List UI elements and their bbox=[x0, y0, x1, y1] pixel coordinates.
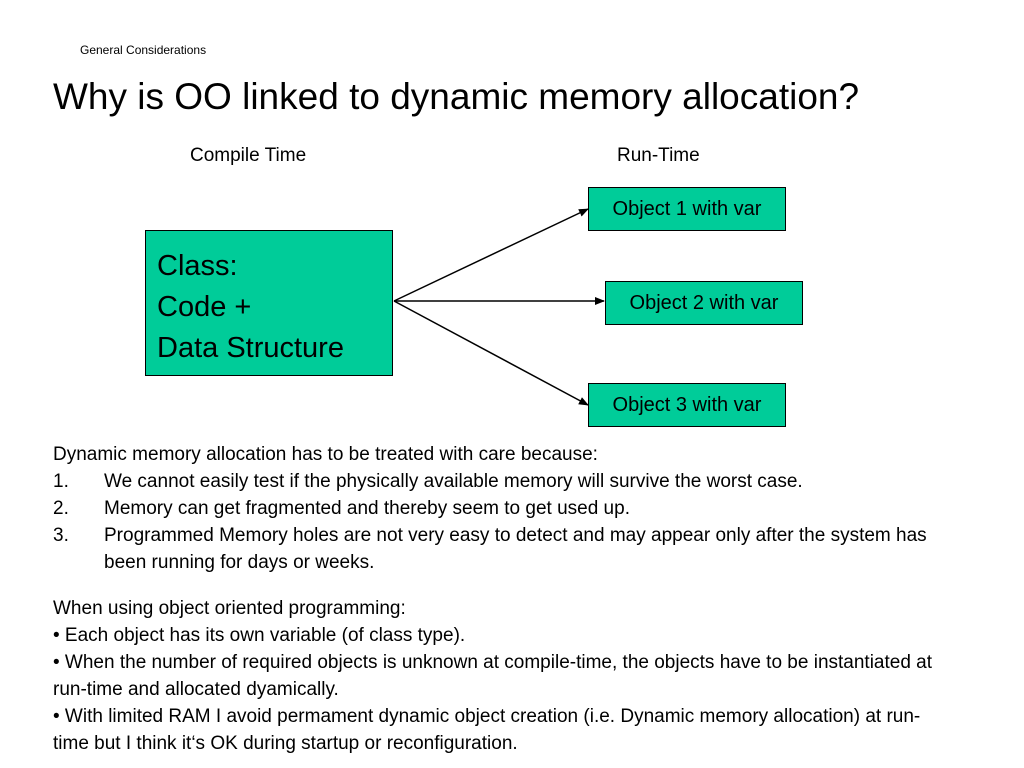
class-box-line-1: Class: bbox=[157, 250, 238, 282]
oo-bullet: • Each object has its own variable (of c… bbox=[53, 625, 466, 646]
run-time-label: Run-Time bbox=[617, 145, 700, 166]
section-label: General Considerations bbox=[80, 43, 207, 57]
care-list: 1. We cannot easily test if the physical… bbox=[53, 468, 953, 576]
list-number: 1. bbox=[53, 471, 69, 492]
arrow-to-object-3 bbox=[393, 300, 589, 406]
arrow-to-object-1 bbox=[393, 208, 589, 302]
list-item: 2. Memory can get fragmented and thereby… bbox=[53, 495, 953, 522]
list-number: 3. bbox=[53, 525, 69, 546]
object-1-box: Object 1 with var bbox=[588, 187, 786, 231]
list-text: Programmed Memory holes are not very eas… bbox=[104, 525, 927, 573]
oo-intro: When using object oriented programming: bbox=[53, 598, 406, 619]
object-3-box: Object 3 with var bbox=[588, 383, 786, 427]
oo-section: When using object oriented programming: … bbox=[53, 595, 943, 757]
object-2-box: Object 2 with var bbox=[605, 281, 803, 325]
class-box-line-3: Data Structure bbox=[157, 332, 344, 364]
list-text: Memory can get fragmented and thereby se… bbox=[104, 498, 630, 519]
compile-time-label: Compile Time bbox=[190, 145, 307, 166]
list-number: 2. bbox=[53, 498, 69, 519]
care-intro: Dynamic memory allocation has to be trea… bbox=[53, 444, 598, 465]
class-box: Class: Code + Data Structure bbox=[145, 230, 393, 376]
list-text: We cannot easily test if the physically … bbox=[104, 471, 803, 492]
slide-title: Why is OO linked to dynamic memory alloc… bbox=[53, 76, 860, 117]
class-box-line-2: Code + bbox=[157, 291, 252, 323]
list-item: 1. We cannot easily test if the physical… bbox=[53, 468, 953, 495]
oo-bullet: • When the number of required objects is… bbox=[53, 652, 933, 700]
oo-bullet: • With limited RAM I avoid permament dyn… bbox=[53, 706, 921, 754]
list-item: 3. Programmed Memory holes are not very … bbox=[53, 522, 953, 576]
